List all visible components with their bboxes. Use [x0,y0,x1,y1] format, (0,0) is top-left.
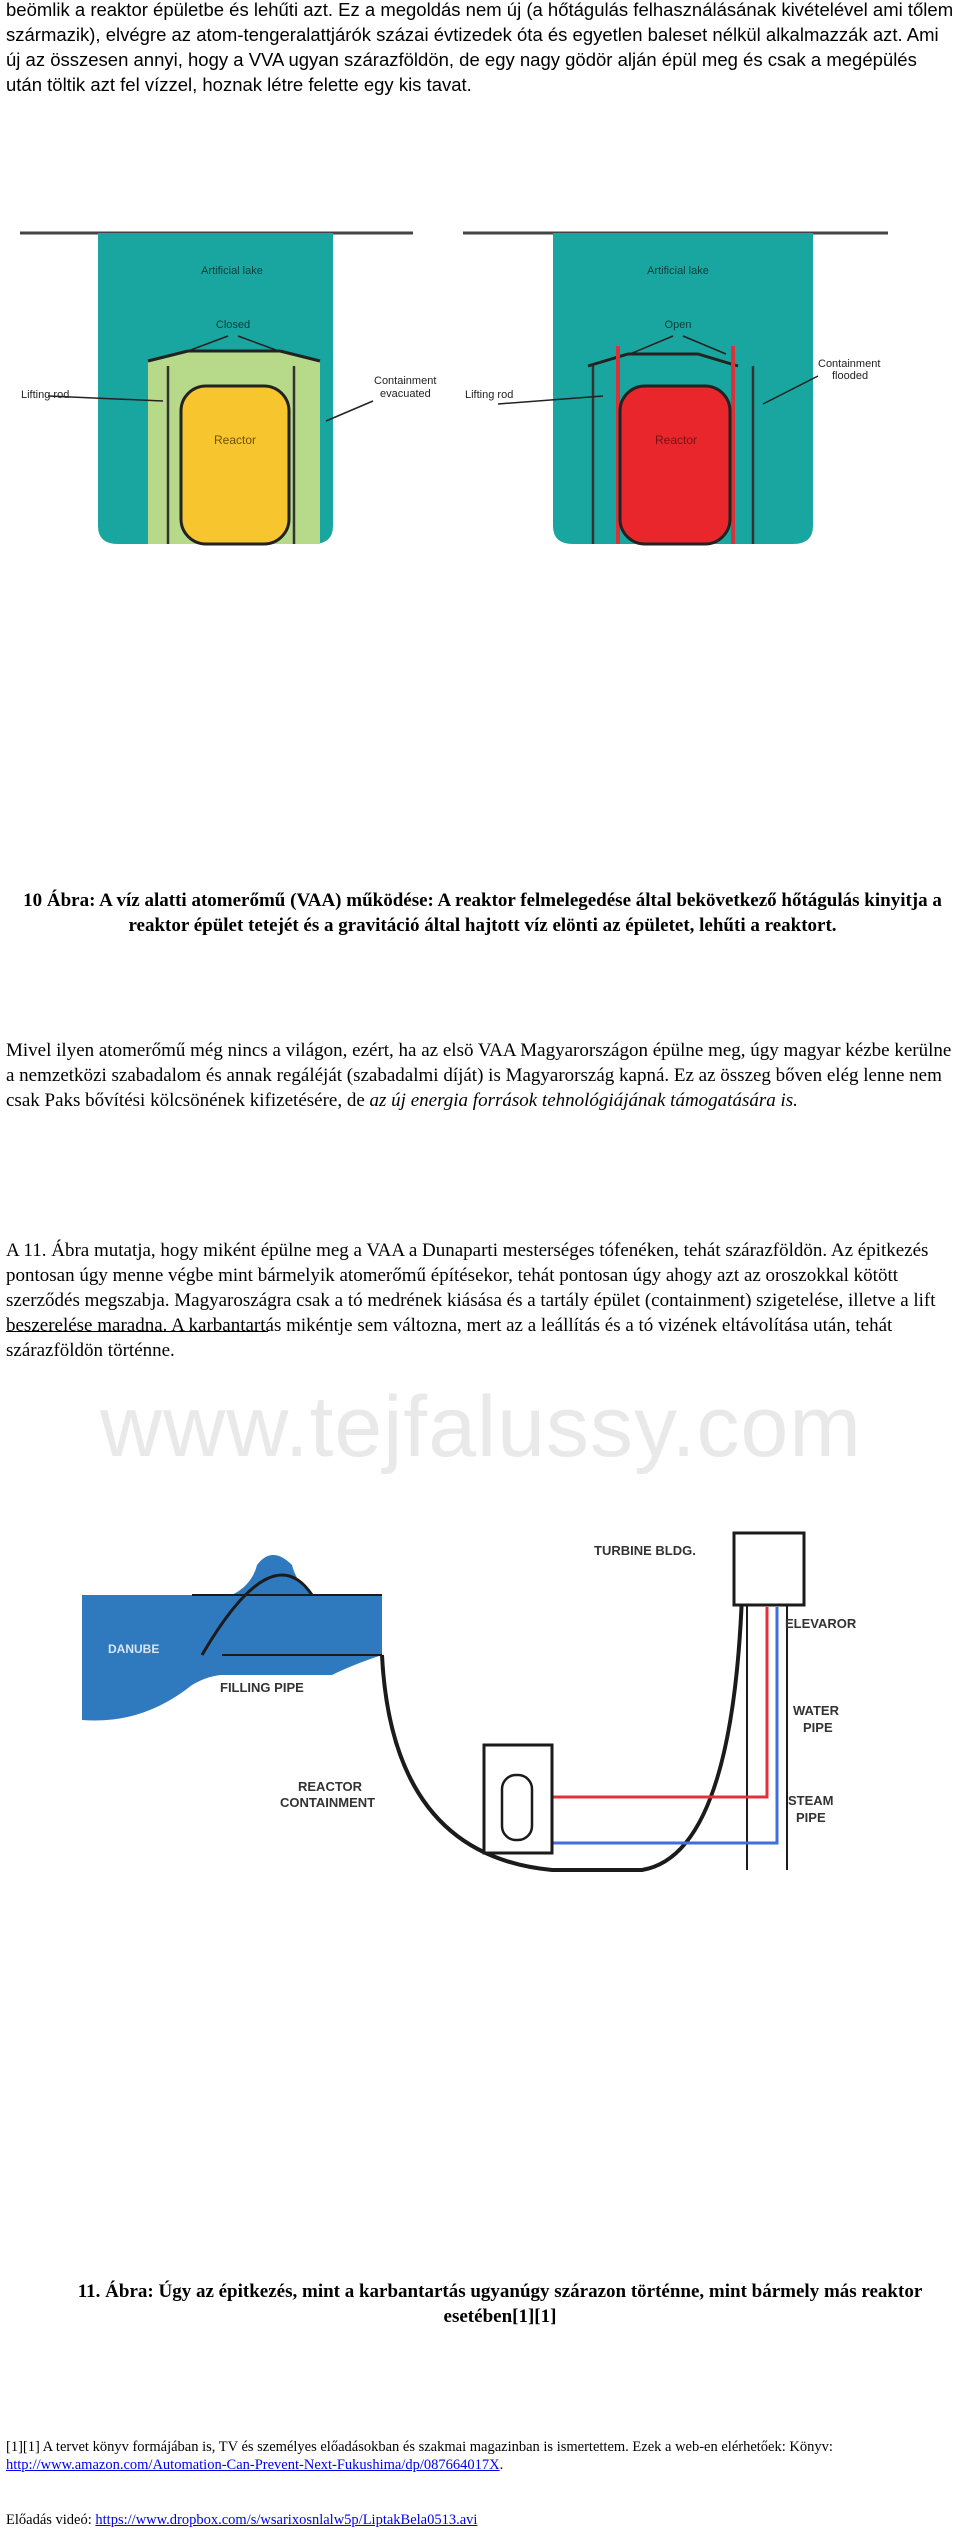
containment-label-2: CONTAINMENT [280,1795,375,1810]
artificial-lake-pit [380,1594,744,1872]
watermark: www.tejfalussy.com [100,1379,862,1475]
water-pipe-label-1: WATER [793,1703,840,1718]
paragraph-construction: A 11. Ábra mutatja, hogy miként épülne m… [6,1240,936,1361]
steam-pipe-label-1: STEAM [788,1793,834,1808]
water-pipe-label-2: PIPE [803,1720,833,1735]
steam-pipe-label-2: PIPE [796,1810,826,1825]
footnote-1-text: [1][1] A tervet könyv formájában is, TV … [6,2439,833,2455]
reactor-containment [482,1743,554,1855]
figure-11-caption: 11. Ábra: Úgy az épitkezés, mint a karba… [77,2281,923,2327]
figure-10-right-panel: Artificial lake Open Lifting rod Contain… [463,231,888,546]
paragraph-patent-main: Mivel ilyen atomerőmű még nincs a világo… [6,1040,952,1111]
paragraph-intro: beömlik a reaktor épületbe és lehűti azt… [6,0,954,95]
danube-lower [82,1674,232,1721]
amazon-book-link[interactable]: http://www.amazon.com/Automation-Can-Pre… [6,2457,500,2473]
turbine-building [732,1531,806,1607]
containment-label-1: REACTOR [298,1779,363,1794]
containment-label-left-1: Containment [374,375,436,387]
containment-label-right-2: flooded [832,370,868,382]
footnote-separator [6,1331,268,1332]
footnote-video-label: Előadás videó: [6,2512,96,2528]
reactor-left [179,384,291,546]
footnote-2: Előadás videó: https://www.dropbox.com/s… [6,2511,956,2529]
reactor-right [618,384,732,546]
footnote-1-end: . [499,2457,504,2473]
reactor-label-left: Reactor [214,433,256,447]
lake-label-left: Artificial lake [201,265,263,277]
figure-10-diagram: Artificial lake Closed Lifting rod Conta… [20,231,888,546]
containment-label-left-2: evacuated [380,388,431,400]
paragraph-patent-italic: az új energia források tehnológiájának t… [369,1090,798,1111]
figure-10-left-panel: Artificial lake Closed Lifting rod Conta… [20,231,436,546]
rod-label-right: Lifting rod [465,389,513,401]
filling-pipe-label: FILLING PIPE [220,1680,304,1695]
paragraph-patent: Mivel ilyen atomerőmű még nincs a világo… [6,1038,956,1113]
footnote-1: [1][1] A tervet könyv formájában is, TV … [6,2438,956,2474]
figure-11-diagram: TURBINE BLDG. ELEVAROR DANUBE FILLING PI… [82,1531,857,1872]
roof-label-left: Closed [216,319,250,331]
danube-water [82,1555,382,1675]
elevator-label: ELEVAROR [785,1616,857,1631]
lake-label-right: Artificial lake [647,265,709,277]
reactor-label-right: Reactor [655,433,697,447]
rod-label-left: Lifting rod [21,389,69,401]
dropbox-video-link[interactable]: https://www.dropbox.com/s/wsarixosnlalw5… [95,2512,478,2528]
danube-label: DANUBE [108,1642,159,1656]
containment-label-right-1: Containment [818,358,880,370]
roof-label-right: Open [665,319,692,331]
turbine-label: TURBINE BLDG. [594,1543,696,1558]
figure-10-caption: 10 Ábra: A víz alatti atomerőmű (VAA) mű… [23,890,942,936]
